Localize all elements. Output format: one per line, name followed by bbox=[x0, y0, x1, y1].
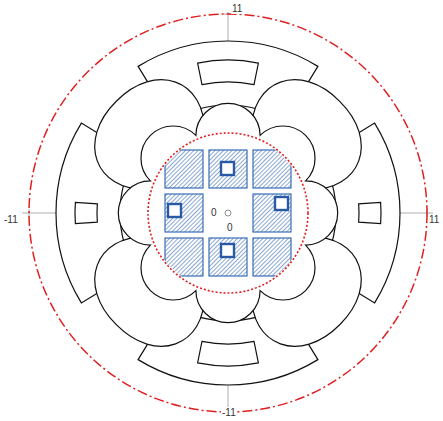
inner-square bbox=[221, 244, 234, 257]
hatched-square bbox=[253, 194, 291, 232]
axis-label: -11 bbox=[3, 214, 19, 225]
central-outline bbox=[118, 103, 337, 322]
axis-label: 11 bbox=[428, 214, 440, 225]
hatched-square bbox=[253, 238, 291, 276]
axis-label: -11 bbox=[221, 407, 237, 418]
axes bbox=[22, 12, 433, 414]
inner-square bbox=[221, 162, 234, 175]
inner-boundary-circle bbox=[148, 133, 308, 293]
hatched-square bbox=[209, 150, 247, 188]
slot-shape bbox=[198, 341, 259, 366]
axis-label: 0 bbox=[226, 222, 234, 233]
inner-square bbox=[168, 204, 181, 217]
slot-shape bbox=[75, 202, 97, 223]
hatched-square bbox=[165, 194, 203, 232]
inner-square bbox=[275, 197, 288, 210]
tick bbox=[29, 209, 30, 217]
hatched-square bbox=[253, 150, 291, 188]
black-outline-group bbox=[56, 41, 400, 385]
axis-label: 0 bbox=[210, 207, 218, 218]
outer-boundary-circle bbox=[29, 14, 427, 412]
hatched-square bbox=[165, 238, 203, 276]
slot-shape bbox=[359, 202, 381, 223]
slot-shape bbox=[198, 60, 259, 85]
hatched-square bbox=[209, 238, 247, 276]
axis-label: 11 bbox=[231, 3, 243, 14]
origin-marker bbox=[225, 210, 231, 216]
hatched-square bbox=[165, 150, 203, 188]
blue-squares-group bbox=[165, 150, 291, 276]
